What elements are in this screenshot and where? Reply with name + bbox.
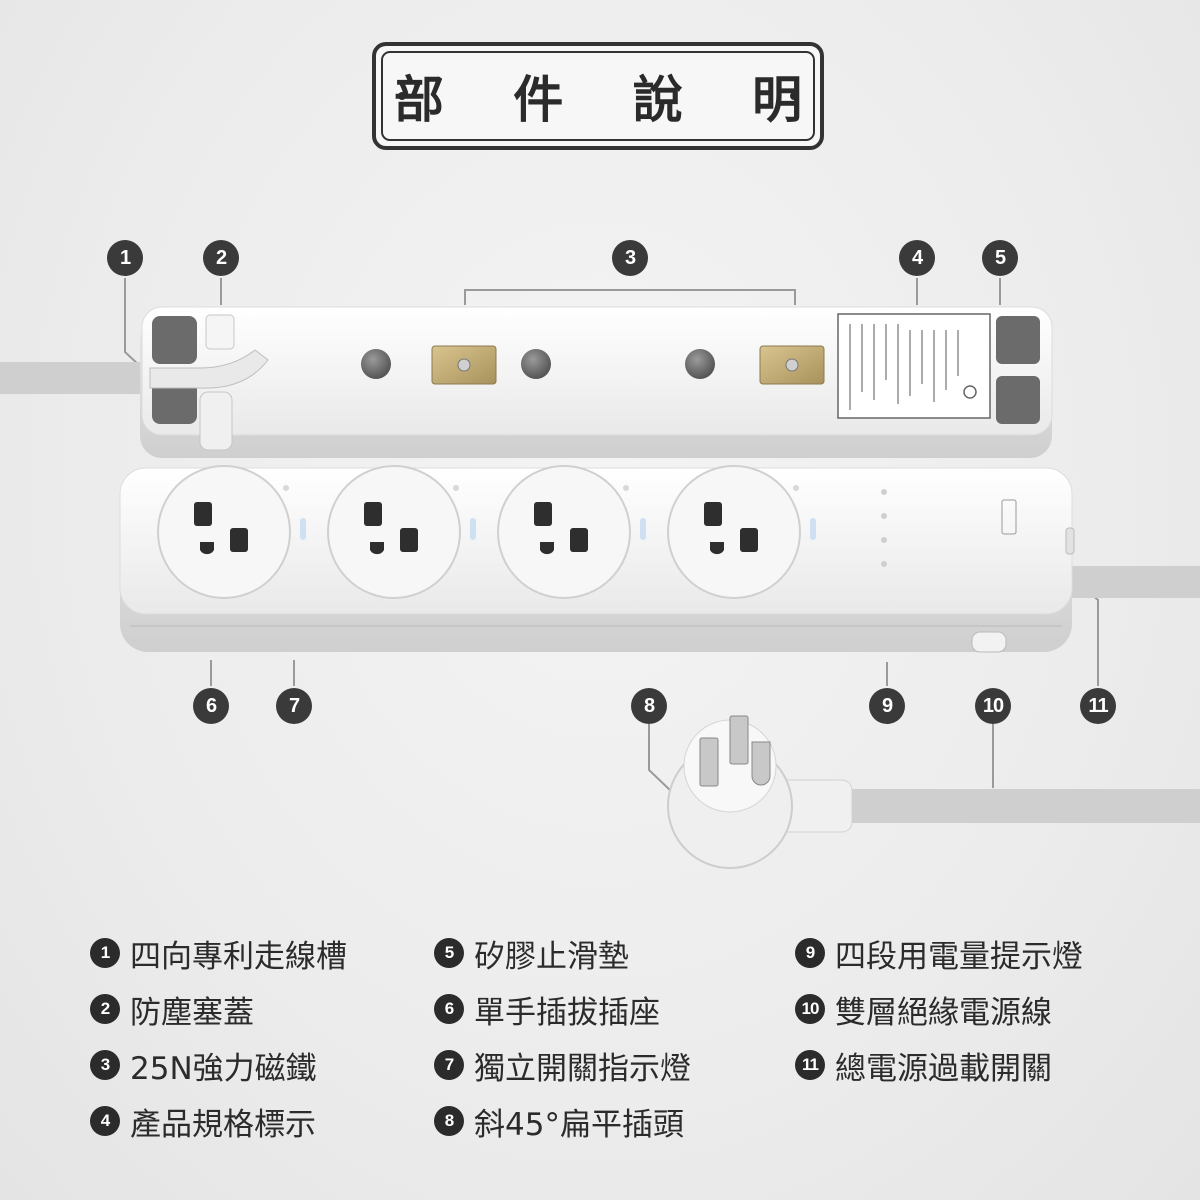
legend-column-1: 1 四向專利走線槽 2 防塵塞蓋 3 25N強力磁鐵 4 產品規格標示	[90, 925, 347, 1149]
legend-item: 1 四向專利走線槽	[90, 925, 347, 981]
legend-label: 四段用電量提示燈	[835, 938, 1083, 975]
callout-badge-6: 6	[193, 688, 229, 724]
legend-number: 1	[90, 938, 120, 968]
legend-item: 8 斜45°扁平插頭	[434, 1093, 691, 1149]
power-strip-diagram	[0, 278, 1200, 869]
legend-label: 單手插拔插座	[474, 994, 660, 1031]
legend-item: 3 25N強力磁鐵	[90, 1037, 347, 1093]
outlets	[157, 465, 816, 599]
legend-label: 斜45°扁平插頭	[474, 1106, 684, 1143]
legend-number: 8	[434, 1106, 464, 1136]
callout-badge-3: 3	[612, 240, 648, 276]
page-title: 部 件 說 明	[393, 71, 829, 129]
legend-label: 25N強力磁鐵	[130, 1050, 317, 1087]
usage-indicator-lights	[881, 489, 887, 567]
overload-switch-icon	[1065, 527, 1075, 555]
legend-number: 3	[90, 1050, 120, 1080]
legend-item: 9 四段用電量提示燈	[795, 925, 1083, 981]
legend-item: 2 防塵塞蓋	[90, 981, 347, 1037]
title-dot-left	[398, 92, 406, 100]
callout-badge-5: 5	[982, 240, 1018, 276]
legend-label: 總電源過載開關	[835, 1050, 1052, 1087]
strip-back-view	[140, 306, 1053, 458]
legend-label: 矽膠止滑墊	[474, 938, 629, 975]
legend-number: 11	[795, 1050, 825, 1080]
plug	[667, 715, 1200, 869]
legend-column-3: 9 四段用電量提示燈 10 雙層絕緣電源線 11 總電源過載開關	[795, 925, 1083, 1093]
legend-item: 6 單手插拔插座	[434, 981, 691, 1037]
title-box: 部 件 說 明	[372, 42, 824, 150]
callout-badge-4: 4	[899, 240, 935, 276]
brand-logo-icon	[1001, 499, 1017, 535]
legend-number: 4	[90, 1106, 120, 1136]
legend-label: 產品規格標示	[130, 1106, 316, 1143]
callout-badge-1: 1	[107, 240, 143, 276]
strip-front-view	[119, 465, 1075, 653]
legend-item: 11 總電源過載開關	[795, 1037, 1083, 1093]
legend-item: 5 矽膠止滑墊	[434, 925, 691, 981]
callout-badge-7: 7	[276, 688, 312, 724]
callout-badge-9: 9	[869, 688, 905, 724]
legend-number: 6	[434, 994, 464, 1024]
legend-label: 四向專利走線槽	[130, 938, 347, 975]
legend-number: 2	[90, 994, 120, 1024]
callout-badge-2: 2	[203, 240, 239, 276]
legend-label: 防塵塞蓋	[130, 994, 254, 1031]
legend-column-2: 5 矽膠止滑墊 6 單手插拔插座 7 獨立開關指示燈 8 斜45°扁平插頭	[434, 925, 691, 1149]
legend-label: 雙層絕緣電源線	[835, 994, 1052, 1031]
legend-number: 5	[434, 938, 464, 968]
callout-badge-10: 10	[975, 688, 1011, 724]
title-dot-right	[790, 92, 798, 100]
legend-number: 7	[434, 1050, 464, 1080]
legend-item: 4 產品規格標示	[90, 1093, 347, 1149]
legend-number: 10	[795, 994, 825, 1024]
callout-badge-8: 8	[631, 688, 667, 724]
legend-number: 9	[795, 938, 825, 968]
legend-item: 10 雙層絕緣電源線	[795, 981, 1083, 1037]
callout-badge-11: 11	[1080, 688, 1116, 724]
legend-item: 7 獨立開關指示燈	[434, 1037, 691, 1093]
legend-label: 獨立開關指示燈	[474, 1050, 691, 1087]
